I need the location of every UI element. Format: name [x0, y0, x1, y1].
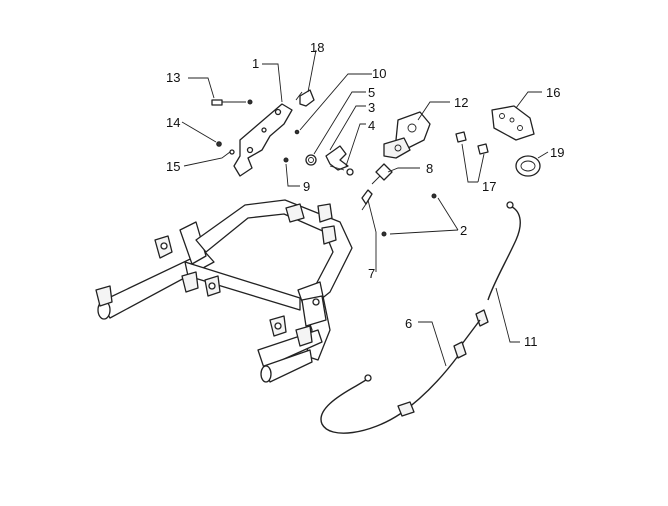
callout-16: 16 [546, 85, 560, 100]
callout-labels: 1 2 3 4 5 6 7 8 9 10 11 12 13 14 15 16 1… [166, 40, 564, 349]
callout-15: 15 [166, 159, 180, 174]
part-1-bracket [233, 103, 293, 177]
part-2-screws [381, 193, 437, 237]
callout-9: 9 [303, 179, 310, 194]
callout-14: 14 [166, 115, 180, 130]
callout-10: 10 [372, 66, 386, 81]
part-18-clip [295, 89, 315, 107]
part-14-nut [216, 141, 222, 147]
callout-19: 19 [550, 145, 564, 160]
part-10-washer [294, 129, 300, 135]
part-6-cable [320, 341, 467, 434]
callout-3: 3 [368, 100, 375, 115]
part-8-cylinder [371, 163, 393, 185]
callout-13: 13 [166, 70, 180, 85]
part-4-bolt [329, 165, 354, 176]
callout-11: 11 [524, 334, 538, 349]
part-11-cable [461, 201, 521, 345]
part-13-screw [211, 99, 253, 106]
callout-8: 8 [426, 161, 433, 176]
callout-5: 5 [368, 85, 375, 100]
part-3-lever [325, 145, 349, 171]
part-5-spring [305, 154, 317, 166]
callout-2: 2 [460, 223, 467, 238]
leader-lines [181, 49, 549, 367]
callout-1: 1 [252, 56, 259, 71]
callout-12: 12 [454, 95, 468, 110]
part-12-lock [383, 111, 431, 159]
callout-7: 7 [368, 266, 375, 281]
part-19-grommet [515, 155, 541, 177]
callout-6: 6 [405, 316, 412, 331]
frame [95, 199, 353, 383]
part-15-washer [229, 149, 235, 155]
callout-18: 18 [310, 40, 324, 55]
callout-4: 4 [368, 118, 375, 133]
part-9-nut [283, 157, 289, 163]
part-7-rod [361, 189, 373, 211]
callout-17: 17 [482, 179, 496, 194]
part-16-latch [491, 105, 535, 141]
part-17-screws [455, 131, 489, 155]
